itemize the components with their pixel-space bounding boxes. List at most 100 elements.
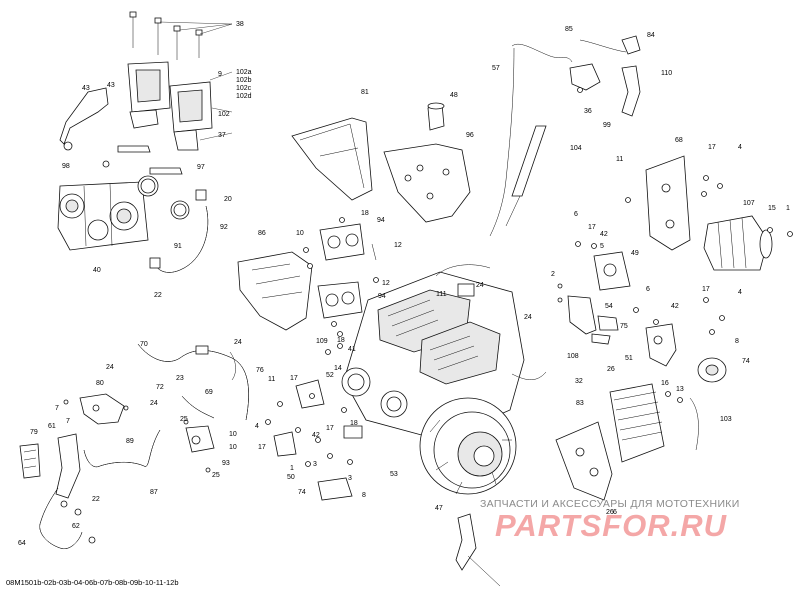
callout: 81 [361, 89, 369, 96]
callout: 103 [720, 416, 732, 423]
callout: 52 [326, 372, 334, 379]
callout: 51 [625, 355, 633, 362]
callout: 13 [676, 386, 684, 393]
callout: 85 [565, 26, 573, 33]
callout: 22 [92, 496, 100, 503]
callout: 11 [616, 156, 623, 163]
coil-94-lower [317, 277, 379, 337]
callout: 57 [492, 65, 500, 72]
small-brackets-center [265, 343, 363, 501]
callout: 6 [574, 211, 578, 218]
watermark-tagline: ЗАПЧАСТИ И АКСЕССУАРЫ ДЛЯ МОТОТЕХНИКИ [480, 498, 740, 510]
callout: 23 [176, 375, 184, 382]
callout: 91 [174, 243, 182, 250]
callout: 49 [631, 250, 639, 257]
callout: 97 [197, 164, 205, 171]
callout: 53 [390, 471, 398, 478]
callout: 54 [605, 303, 613, 310]
bracket-96 [383, 143, 471, 223]
callout-labels: 38 9 102a 102b 102c 102d 102 37 43 43 97… [18, 21, 790, 547]
engine-block [341, 264, 547, 495]
callout: 37 [218, 132, 226, 139]
ignition-coil-assembly [59, 11, 233, 175]
callout: 17 [258, 444, 266, 451]
callout: 110 [661, 70, 672, 77]
callout: 17 [588, 224, 596, 231]
callout: 40 [93, 267, 101, 274]
callout: 48 [450, 92, 458, 99]
callout: 26 [606, 509, 614, 516]
callout: 42 [600, 231, 608, 238]
callout: 12 [394, 242, 402, 249]
callout: 10 [229, 444, 237, 451]
callout: 12 [382, 280, 390, 287]
callout: 96 [466, 132, 474, 139]
callout: 43 [82, 85, 90, 92]
callout: 102b [236, 77, 252, 84]
mount-51 [633, 297, 725, 367]
callout: 10 [296, 230, 304, 237]
mount-74-right [697, 357, 727, 383]
callout: 3 [348, 475, 352, 482]
callout: 4 [738, 289, 742, 296]
callout: 24 [106, 364, 114, 371]
callout: 107 [743, 200, 755, 207]
bracket-80 [63, 393, 129, 425]
callout: 5 [600, 243, 604, 250]
callout: 4 [255, 423, 259, 430]
callout: 36 [584, 108, 592, 115]
callout: 26 [607, 366, 615, 373]
callout: 92 [220, 224, 228, 231]
callout: 22 [154, 292, 162, 299]
callout: 24 [150, 400, 158, 407]
callout: 14 [334, 365, 342, 372]
callout: 7 [55, 405, 59, 412]
callout: 42 [671, 303, 679, 310]
callout: 41 [348, 346, 356, 353]
callout: 104 [570, 145, 582, 152]
callout: 15 [768, 205, 776, 212]
callout: 8 [735, 338, 739, 345]
bracket-54 [557, 283, 619, 345]
callout: 24 [524, 314, 532, 321]
callout: 42 [312, 432, 320, 439]
engine-control-unit [555, 383, 699, 501]
starter-motor [625, 155, 793, 271]
document-code: 08M1501b-02b-03b-04-06b-07b-08b-09b-10-1… [6, 578, 179, 587]
callout: 80 [96, 380, 104, 387]
callout: 83 [576, 400, 584, 407]
callout: 25 [212, 472, 220, 479]
callout: 17 [702, 286, 710, 293]
callout: 32 [575, 378, 583, 385]
callout: 62 [72, 523, 80, 530]
callout: 25 [180, 416, 188, 423]
callout: 50 [287, 474, 295, 481]
callout: 93 [222, 460, 230, 467]
callout: 18 [350, 420, 358, 427]
callout: 94 [377, 217, 385, 224]
callout: 4 [738, 144, 742, 151]
callout: 18 [337, 337, 345, 344]
callout: 76 [256, 367, 264, 374]
callout: 75 [620, 323, 628, 330]
callout: 17 [326, 425, 334, 432]
watermark-logo: PARTSFOR.RU [495, 508, 728, 543]
callout: 98 [62, 163, 70, 170]
callout: 74 [742, 358, 750, 365]
callout: 10 [229, 431, 237, 438]
dipstick-47 [455, 513, 501, 587]
callout: 74 [298, 489, 306, 496]
coil-module-86 [237, 247, 313, 331]
callout: 9 [218, 71, 222, 78]
callout: 108 [567, 353, 579, 360]
callout: 87 [150, 489, 158, 496]
callout: 111 [436, 291, 447, 298]
fuel-pump-61 [19, 433, 96, 550]
mount-49 [575, 241, 631, 291]
callout: 11 [268, 376, 275, 383]
callout: 70 [140, 341, 148, 348]
throttle-body [57, 175, 209, 273]
callout: 47 [435, 505, 443, 512]
callout: 61 [48, 423, 56, 430]
